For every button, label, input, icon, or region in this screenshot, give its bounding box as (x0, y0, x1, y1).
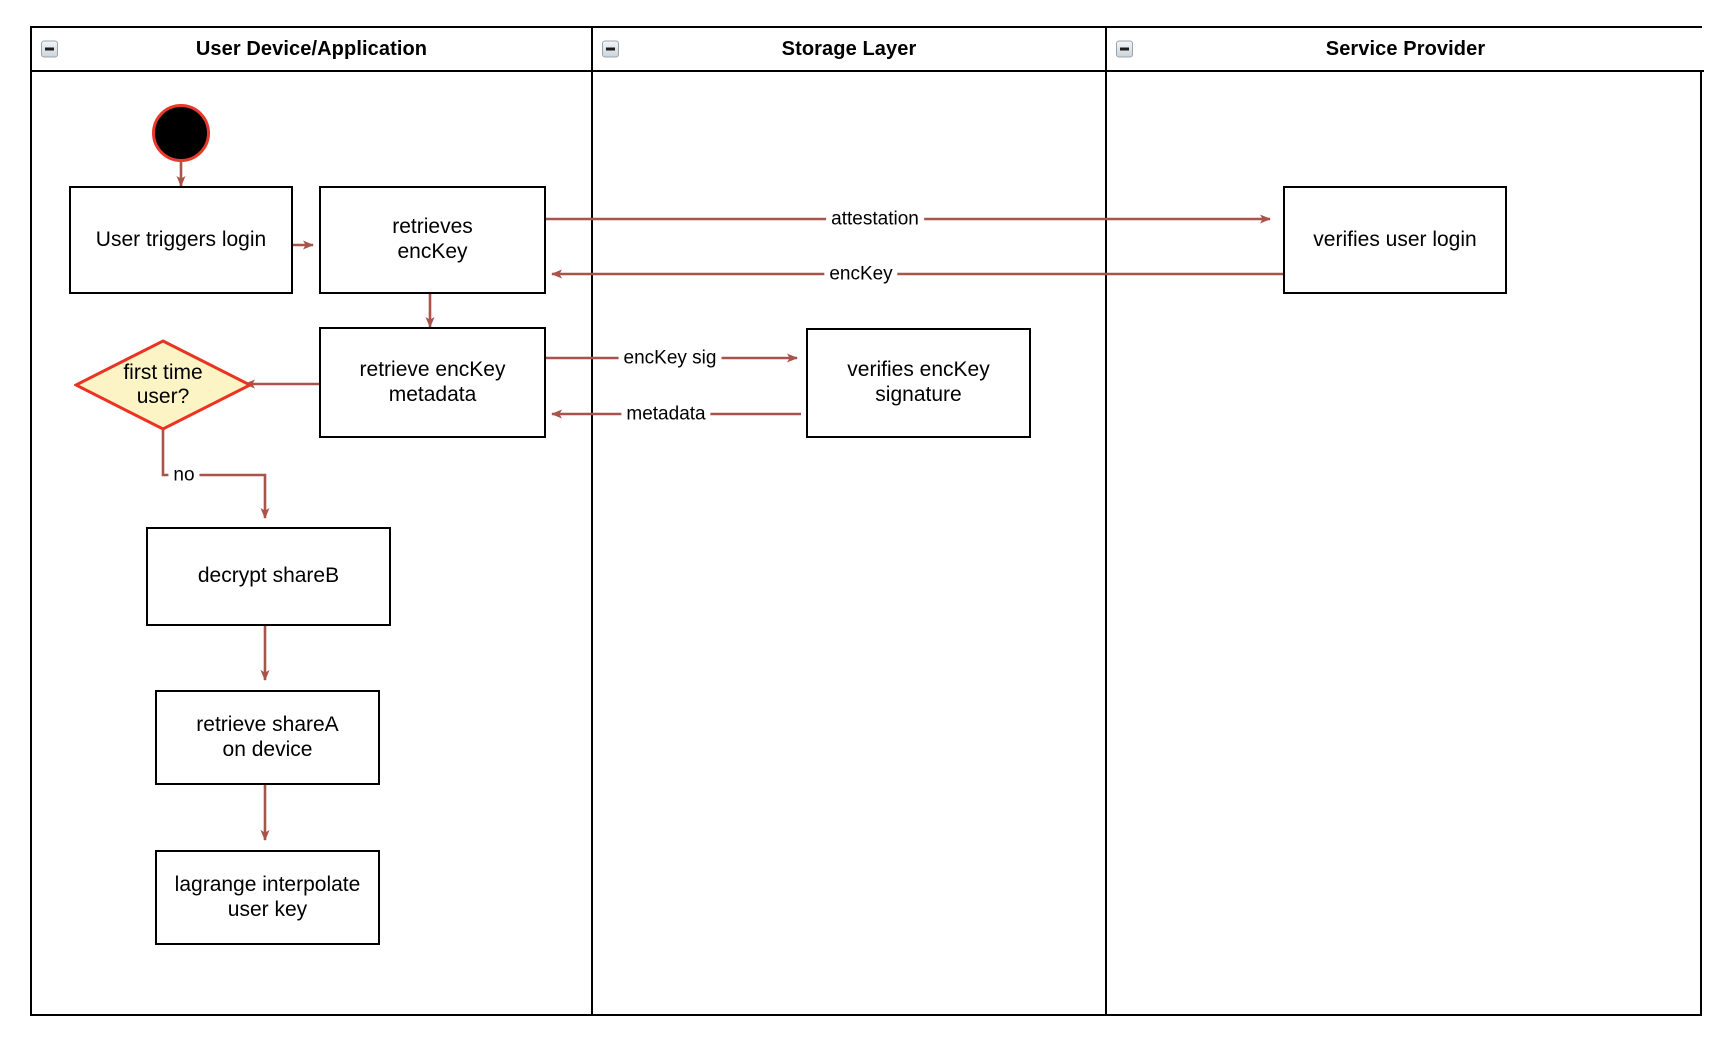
node-verifies-user-login[interactable]: verifies user login (1283, 186, 1507, 294)
swimlane-header-user-device[interactable]: User Device/Application (32, 28, 591, 72)
collapse-minus-icon[interactable] (1116, 40, 1133, 58)
swimlane-user-device[interactable]: User Device/Application (32, 28, 591, 1014)
collapse-minus-icon[interactable] (602, 40, 619, 58)
node-retrieve-enckey-metadata[interactable]: retrieve encKey metadata (319, 327, 546, 438)
start-node[interactable] (152, 104, 210, 162)
swimlane-title-storage-layer: Storage Layer (781, 38, 917, 60)
swimlane-header-storage-layer[interactable]: Storage Layer (593, 28, 1105, 72)
decision-diamond-shape (74, 339, 252, 431)
swimlane-title-user-device: User Device/Application (195, 38, 428, 60)
node-first-time-user[interactable]: first time user? (74, 339, 252, 431)
edge-label-metadata: metadata (621, 404, 711, 424)
collapse-minus-icon[interactable] (41, 40, 58, 58)
edge-label-enckey: encKey (824, 264, 898, 284)
node-lagrange-interpolate-user-key[interactable]: lagrange interpolate user key (155, 850, 380, 945)
edge-label-enckey-sig: encKey sig (618, 348, 722, 368)
swimlane-service-provider[interactable]: Service Provider (1105, 28, 1704, 1014)
edge-label-no: no (168, 465, 200, 485)
node-verifies-enckey-signature[interactable]: verifies encKey signature (806, 328, 1031, 438)
node-retrieves-enckey[interactable]: retrieves encKey (319, 186, 546, 294)
node-retrieve-sharea-on-device[interactable]: retrieve shareA on device (155, 690, 380, 785)
node-user-triggers-login[interactable]: User triggers login (69, 186, 293, 294)
node-decrypt-shareb[interactable]: decrypt shareB (146, 527, 391, 626)
edge-label-attestation: attestation (826, 209, 924, 229)
swimlane-storage-layer[interactable]: Storage Layer (591, 28, 1105, 1014)
swimlane-header-service-provider[interactable]: Service Provider (1107, 28, 1704, 72)
swimlane-title-service-provider: Service Provider (1325, 38, 1486, 60)
